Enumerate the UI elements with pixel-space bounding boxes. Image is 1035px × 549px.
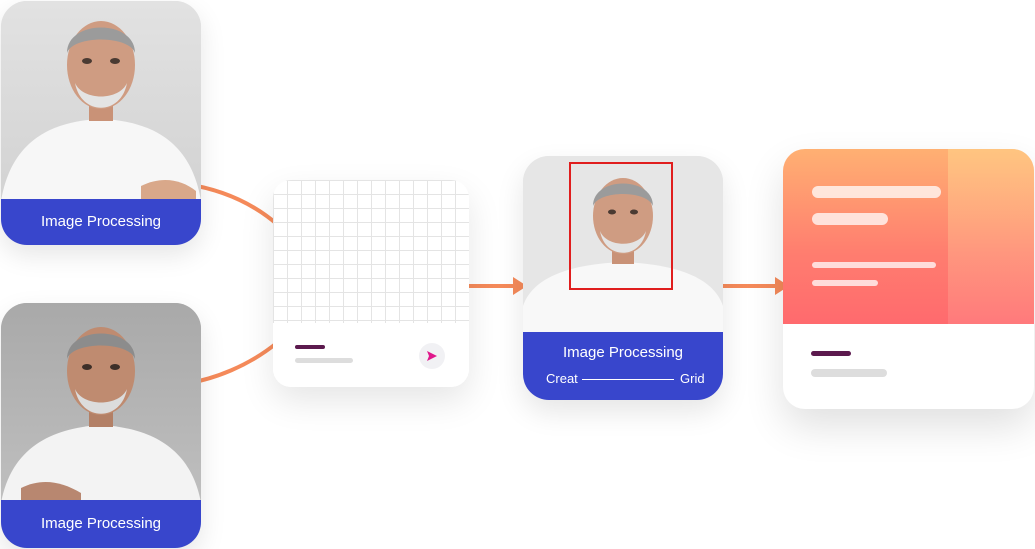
- caption-bar: Image Processing Creat Grid: [523, 332, 723, 400]
- caption-bar: Image Processing: [1, 500, 201, 548]
- placeholder-line-dark: [295, 345, 325, 349]
- caption-label: Image Processing: [562, 344, 684, 361]
- caption-bar: Image Processing: [1, 199, 201, 245]
- result-gradient-panel: [783, 149, 1034, 324]
- grid-canvas: [273, 180, 469, 323]
- processing-card: Image Processing Creat Grid: [523, 156, 723, 400]
- portrait-photo: Image Processing: [1, 303, 201, 548]
- placeholder-line: [812, 186, 941, 198]
- placeholder-line-light: [295, 358, 353, 363]
- result-side-panel: [948, 149, 1034, 324]
- placeholder-line: [812, 280, 878, 286]
- placeholder-line-dark: [811, 351, 851, 356]
- input-card-bottom: Image Processing: [1, 303, 201, 548]
- caption-label: Image Processing: [40, 213, 162, 230]
- face-detection-box: [569, 162, 673, 290]
- send-button[interactable]: [419, 343, 445, 369]
- result-card: [783, 149, 1034, 409]
- input-card-top: Image Processing: [1, 1, 201, 245]
- caption-label: Image Processing: [40, 515, 162, 532]
- placeholder-line: [812, 213, 888, 225]
- portrait-illustration: [523, 156, 723, 332]
- caption-right-text: Grid: [680, 371, 705, 386]
- caption-left-text: Creat: [546, 371, 578, 386]
- portrait-photo: Image Processing: [1, 1, 201, 245]
- send-arrow-icon: [427, 351, 437, 361]
- placeholder-line-light: [811, 369, 887, 377]
- placeholder-line: [812, 262, 936, 268]
- grid-card-footer: [273, 323, 469, 387]
- grid-card: [273, 180, 469, 387]
- caption-divider: [582, 379, 674, 380]
